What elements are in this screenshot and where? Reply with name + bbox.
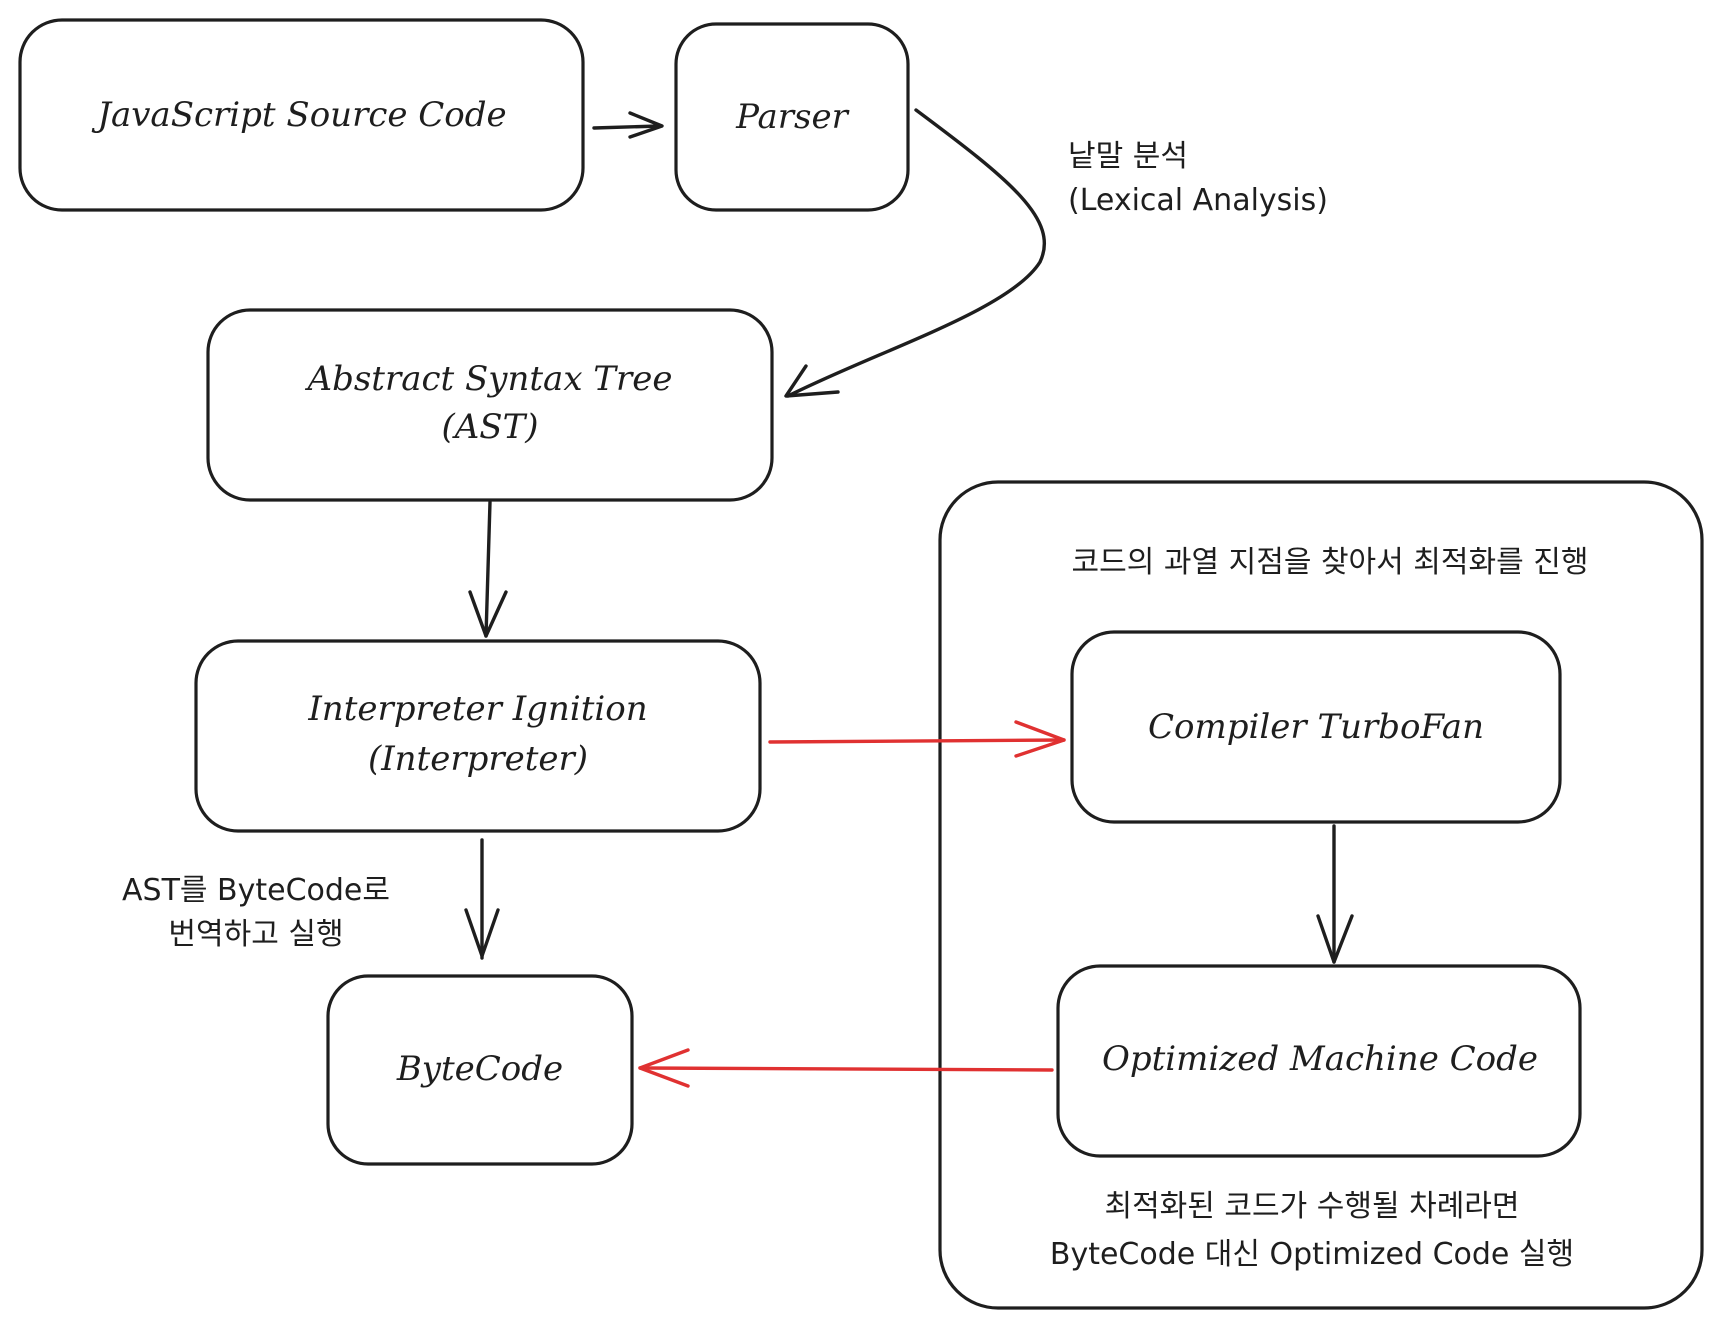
- arrow-interpreter-to-bytecode: [464, 838, 500, 960]
- arrow-ast-to-interpreter: [468, 500, 508, 638]
- optimization-region: [938, 480, 1704, 1310]
- compiler-node: Compiler TurboFan: [1070, 630, 1562, 824]
- translate-note-line2: 번역하고 실행: [168, 917, 343, 952]
- arrow-machine-code-to-bytecode: [638, 1048, 1054, 1088]
- arrow-interpreter-to-compiler: [768, 720, 1066, 758]
- bytecode-node: ByteCode: [326, 974, 634, 1166]
- interpreter-node: Interpreter Ignition (Interpreter): [194, 639, 762, 833]
- source-code-label: JavaScript Source Code: [91, 95, 506, 135]
- translate-note-line1: AST를 ByteCode로: [122, 873, 390, 908]
- hotspot-note: 코드의 과열 지점을 찾아서 최적화를 진행: [1072, 545, 1589, 580]
- machine-code-node: Optimized Machine Code: [1056, 964, 1582, 1158]
- interpreter-label-line2: (Interpreter): [368, 739, 588, 779]
- lexical-analysis-note-line1: 낱말 분석: [1068, 139, 1188, 174]
- optimized-note-line2: ByteCode 대신 Optimized Code 실행: [1050, 1237, 1574, 1272]
- parser-node: Parser: [674, 22, 910, 212]
- ast-node: Abstract Syntax Tree (AST): [206, 308, 774, 502]
- parser-label: Parser: [735, 97, 849, 137]
- machine-code-label: Optimized Machine Code: [1102, 1039, 1538, 1079]
- arrow-parser-to-ast: [784, 108, 1046, 398]
- compiler-label: Compiler TurboFan: [1148, 707, 1484, 747]
- lexical-analysis-note-line2: (Lexical Analysis): [1068, 183, 1328, 218]
- ast-label-line2: (AST): [441, 407, 538, 447]
- source-code-node: JavaScript Source Code: [18, 18, 585, 212]
- arrow-compiler-to-machine-code: [1316, 824, 1354, 964]
- interpreter-label-line1: Interpreter Ignition: [307, 689, 647, 729]
- bytecode-label: ByteCode: [396, 1049, 563, 1089]
- optimized-note-line1: 최적화된 코드가 수행될 차례라면: [1104, 1189, 1519, 1224]
- ast-label-line1: Abstract Syntax Tree: [305, 359, 673, 399]
- arrow-source-to-parser: [592, 111, 664, 139]
